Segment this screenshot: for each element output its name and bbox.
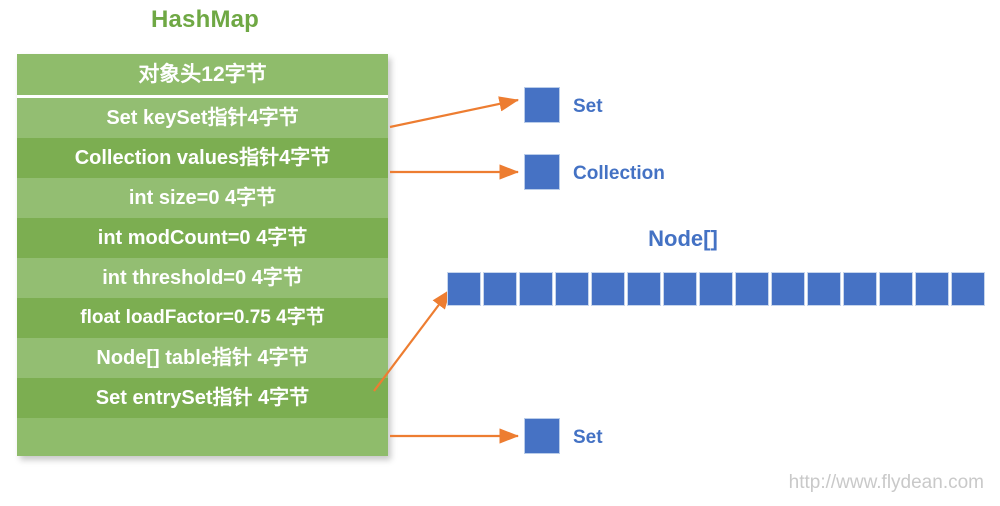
set-keyset-box bbox=[524, 87, 560, 123]
node-array-cell bbox=[771, 272, 805, 306]
node-array-cell bbox=[663, 272, 697, 306]
struct-row: Set entrySet指针 4字节 bbox=[17, 378, 388, 418]
node-array-cell bbox=[915, 272, 949, 306]
set-entryset-box bbox=[524, 418, 560, 454]
struct-row: Node[] table指针 4字节 bbox=[17, 338, 388, 378]
struct-row: float loadFactor=0.75 4字节 bbox=[17, 298, 388, 338]
node-array-cell bbox=[627, 272, 661, 306]
node-array-title: Node[] bbox=[648, 226, 718, 251]
node-array bbox=[447, 272, 985, 306]
node-array-cell bbox=[879, 272, 913, 306]
struct-row: Set keySet指针4字节 bbox=[17, 98, 388, 138]
struct-row: int size=0 4字节 bbox=[17, 178, 388, 218]
collection-values-label: Collection bbox=[573, 163, 665, 184]
node-array-cell bbox=[807, 272, 841, 306]
node-array-cell bbox=[699, 272, 733, 306]
watermark: http://www.flydean.com bbox=[788, 472, 984, 493]
set-entryset-label: Set bbox=[573, 427, 603, 448]
arrow-keyset-to-set bbox=[389, 96, 520, 129]
struct-row: int threshold=0 4字节 bbox=[17, 258, 388, 298]
page-title: HashMap bbox=[150, 6, 260, 33]
node-array-cell bbox=[591, 272, 625, 306]
struct-row: 对象头12字节 bbox=[17, 54, 388, 98]
node-array-cell bbox=[447, 272, 481, 306]
node-array-cell bbox=[951, 272, 985, 306]
node-array-cell bbox=[735, 272, 769, 306]
struct-row: Collection values指针4字节 bbox=[17, 138, 388, 178]
node-array-cell bbox=[519, 272, 553, 306]
struct-row: int modCount=0 4字节 bbox=[17, 218, 388, 258]
hashmap-struct-box: 对象头12字节 Set keySet指针4字节 Collection value… bbox=[17, 54, 388, 456]
collection-values-box bbox=[524, 154, 560, 190]
node-array-cell bbox=[843, 272, 877, 306]
set-keyset-label: Set bbox=[573, 96, 603, 117]
node-array-cell bbox=[555, 272, 589, 306]
node-array-cell bbox=[483, 272, 517, 306]
